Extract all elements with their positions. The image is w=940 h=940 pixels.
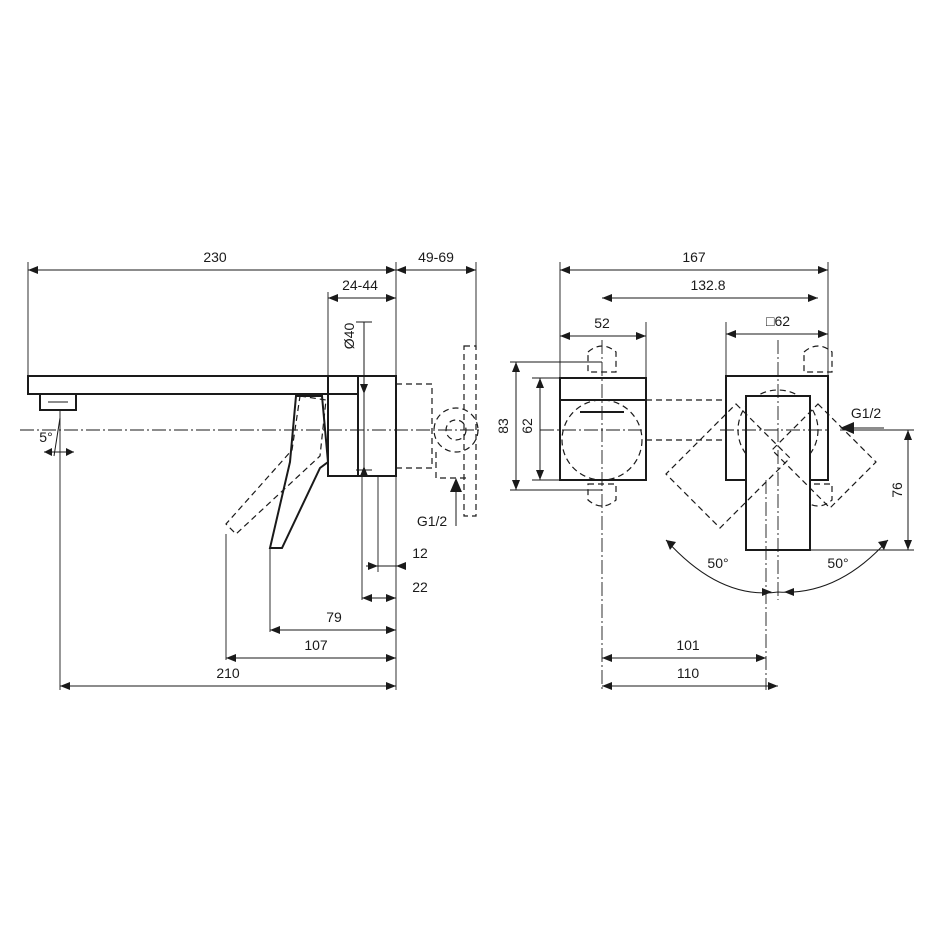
dim-79: 79 bbox=[270, 609, 396, 634]
lever-handle-alt bbox=[225, 395, 327, 535]
dim-22-text: 22 bbox=[412, 579, 428, 595]
dim-square-62: □62 bbox=[726, 313, 828, 338]
side-view: 230 49-69 24-44 Ø40 5° bbox=[20, 249, 480, 690]
angle-arc: 50° 50° bbox=[665, 539, 889, 596]
dim-76-text: 76 bbox=[889, 482, 905, 498]
dim-49-69-text: 49-69 bbox=[418, 249, 454, 265]
dim-76: 76 bbox=[889, 430, 912, 550]
dim-110-text: 110 bbox=[677, 665, 700, 681]
spout-top-screw bbox=[587, 345, 617, 373]
dim-49-69: 49-69 bbox=[396, 249, 476, 274]
dim-132-8-text: 132.8 bbox=[690, 277, 725, 293]
inlet-arrow-side: G1/2 bbox=[417, 478, 462, 529]
dim-52-text: 52 bbox=[594, 315, 610, 331]
dim-210-text: 210 bbox=[216, 665, 240, 681]
dim-101-text: 101 bbox=[676, 637, 700, 653]
dim-5-deg-text: 5° bbox=[39, 429, 52, 445]
front-view: 167 132.8 52 □62 83 bbox=[495, 249, 914, 690]
center-lines-front bbox=[540, 340, 830, 690]
dim-5-deg: 5° bbox=[39, 417, 74, 457]
spout-body bbox=[27, 375, 329, 395]
inlet-pipe bbox=[435, 452, 470, 479]
inlet-text-side: G1/2 bbox=[417, 513, 448, 529]
angle-right-text: 50° bbox=[827, 555, 848, 571]
valve-housing bbox=[395, 383, 433, 469]
dim-83: 83 bbox=[495, 362, 520, 490]
dim-107: 107 bbox=[226, 637, 396, 662]
dim-62: 62 bbox=[519, 378, 544, 480]
spout-plate bbox=[559, 377, 647, 481]
lever-rotated-right bbox=[771, 403, 877, 509]
dim-167-text: 167 bbox=[682, 249, 706, 265]
dim-62-text: 62 bbox=[519, 418, 535, 434]
wall-plate bbox=[463, 345, 477, 517]
dim-107-text: 107 bbox=[304, 637, 328, 653]
angle-left-text: 50° bbox=[707, 555, 728, 571]
dim-79-text: 79 bbox=[326, 609, 342, 625]
lever-rotated-left bbox=[665, 403, 791, 529]
dim-230: 230 bbox=[28, 249, 396, 274]
dim-22: 22 bbox=[362, 579, 428, 602]
mixer-top-screw bbox=[803, 345, 833, 373]
dim-12: 12 bbox=[366, 545, 428, 570]
dim-diameter-text: Ø40 bbox=[341, 323, 357, 350]
dim-110: 110 bbox=[602, 665, 778, 690]
dim-210: 210 bbox=[60, 665, 396, 690]
dim-230-text: 230 bbox=[203, 249, 227, 265]
dim-83-text: 83 bbox=[495, 418, 511, 434]
inlet-text-front: G1/2 bbox=[851, 405, 882, 421]
dim-24-44: 24-44 bbox=[328, 277, 396, 302]
pipe-link bbox=[646, 399, 726, 441]
dim-167: 167 bbox=[560, 249, 828, 274]
dim-12-text: 12 bbox=[412, 545, 428, 561]
ext-lines-side bbox=[27, 262, 477, 690]
dim-132-8: 132.8 bbox=[602, 277, 818, 302]
spout-bottom-screw bbox=[587, 483, 617, 507]
lever-handle bbox=[268, 395, 330, 549]
dim-24-44-text: 24-44 bbox=[342, 277, 378, 293]
inlet-arrow-front: G1/2 bbox=[840, 405, 884, 434]
dim-101: 101 bbox=[602, 637, 766, 662]
dim-square-62-text: □62 bbox=[766, 313, 790, 329]
dim-52: 52 bbox=[560, 315, 646, 340]
spout-outlet bbox=[39, 394, 77, 411]
ext-lines-front bbox=[510, 262, 914, 551]
dim-diameter: Ø40 bbox=[341, 322, 368, 476]
